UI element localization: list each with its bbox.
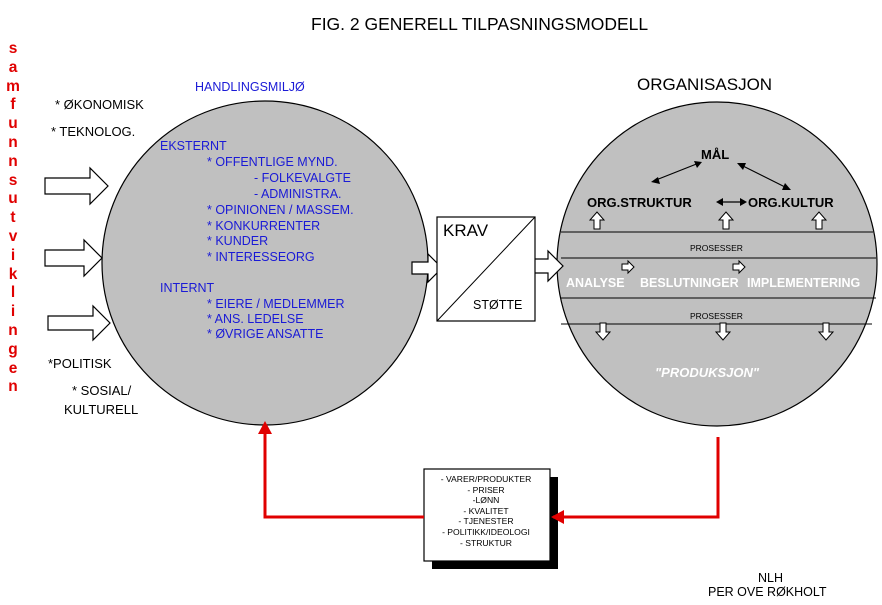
internal-item-0: * EIERE / MEDLEMMER <box>207 297 345 311</box>
org-struktur: ORG.STRUKTUR <box>587 195 692 210</box>
up-arrow-3 <box>810 211 828 230</box>
credit-line-2: PER OVE RØKHOLT <box>708 585 827 599</box>
krav-stotte-diagonal <box>436 216 536 322</box>
side-word-letter: i <box>10 246 16 264</box>
side-word-letter: n <box>8 378 18 396</box>
input-arrow-3 <box>47 304 111 342</box>
process-implementering: IMPLEMENTERING <box>747 276 861 290</box>
mal-kultur-arrow <box>740 164 788 189</box>
struktur-kultur-head-b <box>740 198 747 206</box>
external-item-1: - FOLKEVALGTE <box>254 171 352 185</box>
outside-kulturell: KULTURELL <box>64 402 139 417</box>
up-arrow-1 <box>588 211 606 230</box>
output-box <box>423 468 551 562</box>
outside-okonomisk: * ØKONOMISK <box>55 97 144 112</box>
external-item-6: * INTERESSEORG <box>207 250 315 264</box>
mal-kultur-head-b <box>782 183 791 190</box>
prosesser-top: PROSESSER <box>690 243 743 253</box>
side-word-letter: u <box>8 190 18 208</box>
org-kultur: ORG.KULTUR <box>748 195 834 210</box>
org-produksjon: "PRODUKSJON" <box>655 365 760 380</box>
down-arrow-3 <box>817 322 835 341</box>
output-list: - VARER/PRODUKTER- PRISER-LØNN- KVALITET… <box>426 474 546 548</box>
right-arrow-1 <box>621 259 635 275</box>
krav-label: KRAV <box>443 221 489 240</box>
side-word-letter: n <box>8 152 18 170</box>
side-word-letter: m <box>6 77 20 95</box>
stotte-label: STØTTE <box>473 298 523 312</box>
output-list-item: - TJENESTER <box>458 516 514 527</box>
side-word-letter: e <box>8 359 18 377</box>
side-word-letter: u <box>8 115 18 133</box>
struktur-kultur-head-a <box>716 198 723 206</box>
process-analyse: ANALYSE <box>566 276 625 290</box>
down-arrow-1 <box>594 322 612 341</box>
side-word-letter: n <box>8 133 18 151</box>
output-list-item: - PRISER <box>467 484 505 495</box>
output-list-item: - KVALITET <box>463 505 509 516</box>
output-list-item: - VARER/PRODUKTER <box>440 474 532 484</box>
mal-struktur-head-a <box>694 161 702 168</box>
credit-line-1: NLH <box>758 571 784 585</box>
side-word-letter: i <box>10 303 16 321</box>
outside-teknolog: * TEKNOLOG. <box>51 124 136 139</box>
process-beslutninger: BESLUTNINGER <box>640 276 739 290</box>
env-heading: HANDLINGSMILJØ <box>195 80 305 94</box>
side-word-letter: n <box>8 321 18 339</box>
outside-sosial: * SOSIAL/ <box>72 383 132 398</box>
figure-title: FIG. 2 GENERELL TILPASNINGSMODELL <box>311 14 649 34</box>
org-heading: ORGANISASJON <box>637 75 773 94</box>
internal-item-1: * ANS. LEDELSE <box>207 312 304 326</box>
up-arrow-2 <box>717 211 735 230</box>
side-word-letter: a <box>8 58 18 76</box>
down-arrow-2 <box>714 322 732 341</box>
outside-politisk: *POLITISK <box>48 356 112 371</box>
external-item-3: * OPINIONEN / MASSEM. <box>207 203 354 217</box>
internal-heading: INTERNT <box>160 281 215 295</box>
side-word-letter: k <box>8 265 18 283</box>
side-word-letter: s <box>8 171 18 189</box>
side-word-letter: l <box>10 284 16 302</box>
external-item-2: - ADMINISTRA. <box>254 187 342 201</box>
side-word-letter: f <box>10 96 16 114</box>
output-list-item: - STRUKTUR <box>459 537 513 548</box>
feedback-loop-line <box>553 437 720 519</box>
env-to-krav-arrow <box>411 252 443 284</box>
internal-item-2: * ØVRIGE ANSATTE <box>207 327 324 341</box>
right-arrow-2 <box>732 259 746 275</box>
mal-kultur-head-a <box>737 163 746 170</box>
external-item-4: * KONKURRENTER <box>207 219 321 233</box>
output-list-item: -LØNN <box>472 495 500 506</box>
side-word-letter: s <box>8 40 18 57</box>
org-mal: MÅL <box>701 147 730 162</box>
input-arrow-2 <box>44 238 103 278</box>
prosesser-bottom: PROSESSER <box>690 311 743 321</box>
mal-struktur-arrow <box>655 162 700 181</box>
external-heading: EKSTERNT <box>160 139 227 153</box>
feedback-arrowhead-up <box>258 421 272 434</box>
input-arrow-1 <box>44 166 109 206</box>
external-item-0: * OFFENTLIGE MYND. <box>207 155 338 169</box>
feedback-arrowhead-right <box>551 510 564 524</box>
external-item-5: * KUNDER <box>207 234 269 248</box>
feedback-return-line <box>263 432 424 519</box>
side-word-letter: v <box>8 227 18 245</box>
output-list-item: - POLITIKK/IDEOLOGI <box>442 526 530 537</box>
mal-struktur-head-b <box>651 177 660 184</box>
side-word-letter: t <box>10 209 16 227</box>
side-word-letter: g <box>8 340 18 358</box>
